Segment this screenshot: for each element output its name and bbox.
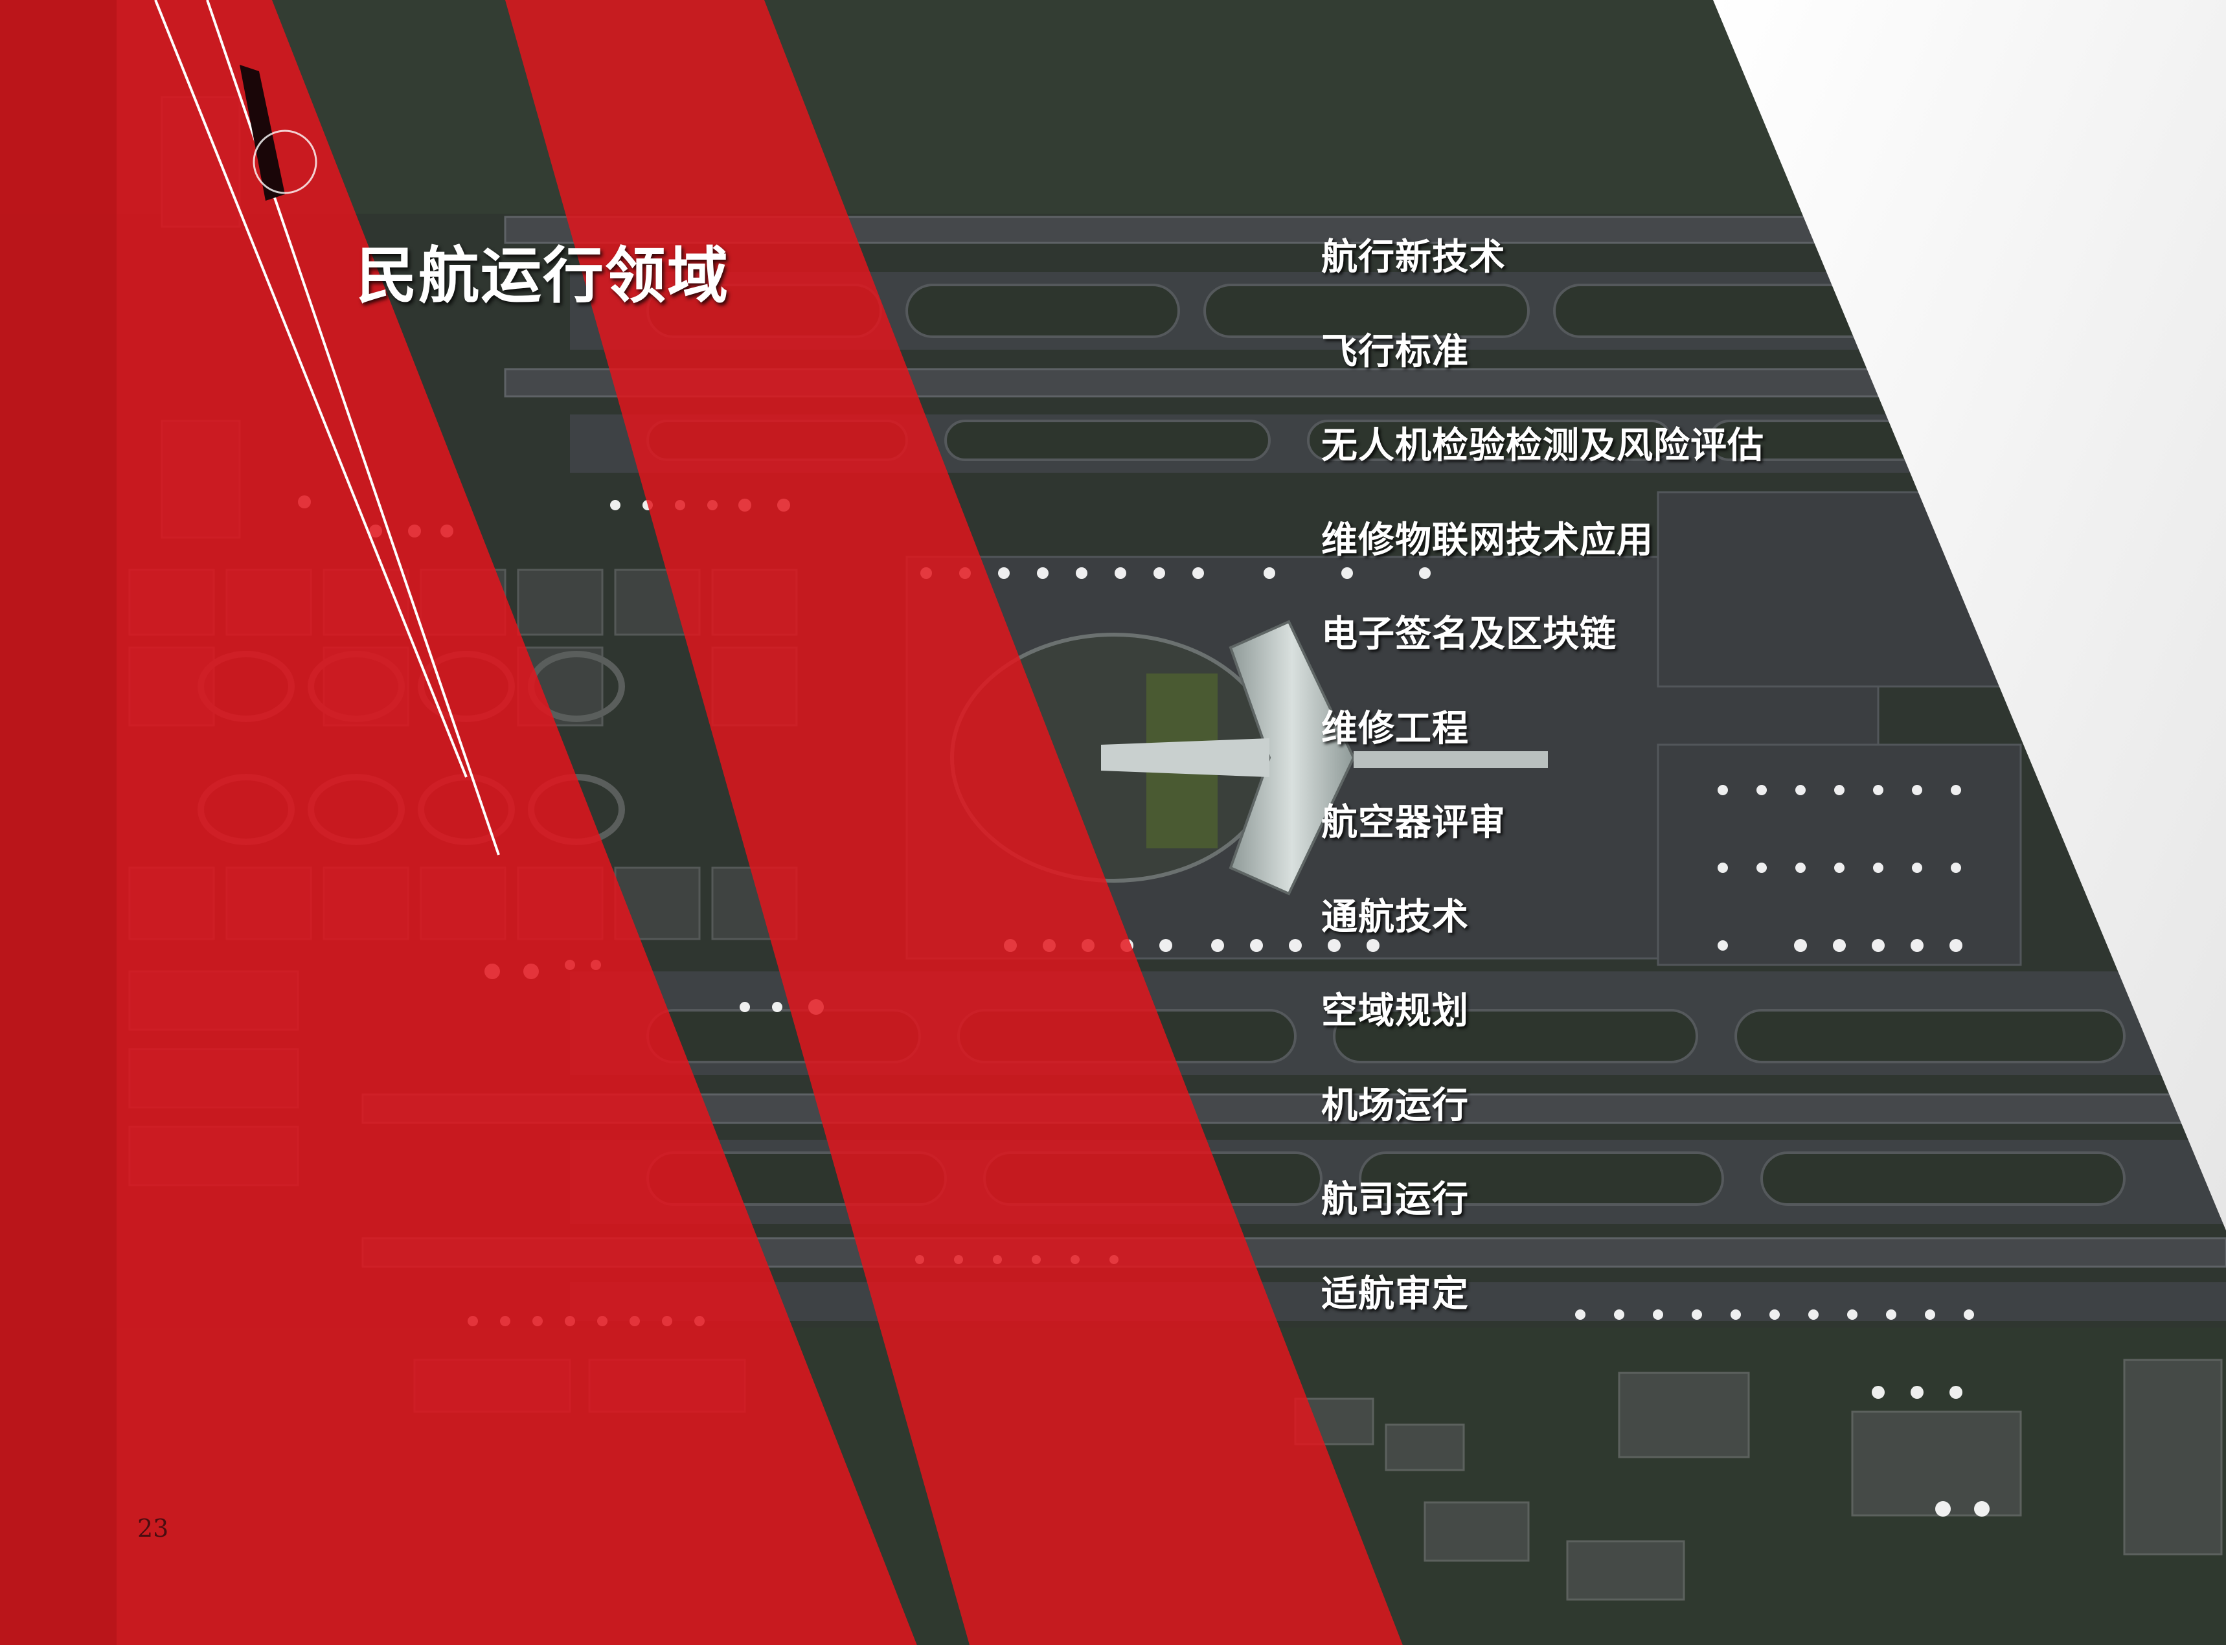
flight-line-1 [154, 0, 468, 778]
topic-item: 适航审定 [1321, 1273, 1469, 1315]
island-south-4 [1734, 1009, 2126, 1063]
terminal-court-2 [1146, 771, 1218, 848]
island-south-8 [1760, 1151, 2126, 1206]
support-area-buildings [1294, 1359, 2223, 1601]
red-band-left [0, 0, 920, 1652]
apron-east [1657, 743, 2022, 966]
topic-item: 电子签名及区块链 [1321, 613, 1617, 655]
island-south-3 [1333, 1009, 1698, 1063]
topic-item: 维修工程 [1321, 707, 1469, 750]
red-band-middle [505, 0, 1405, 1652]
taxiway-band-5 [570, 1282, 2226, 1321]
topic-item: 维修物联网技术应用 [1321, 519, 1653, 561]
island-mid-2 [944, 420, 1271, 461]
north-arrow-icon [240, 65, 317, 201]
topic-item: 航司运行 [1321, 1179, 1469, 1221]
island-mid-3 [1307, 420, 1672, 461]
island-north-2 [905, 284, 1180, 338]
topic-item: 机场运行 [1321, 1084, 1469, 1127]
white-corner-triangle [1713, 0, 2226, 1230]
topic-item: 飞行标准 [1321, 330, 1469, 373]
topic-item: 航行新技术 [1321, 236, 1506, 278]
island-south-7 [1359, 1151, 1724, 1206]
topic-list: 航行新技术 飞行标准 无人机检验检测及风险评估 维修物联网技术应用 电子签名及区… [1321, 227, 1764, 1357]
bottom-white-strip [0, 1645, 2226, 1652]
concourse-east [1354, 751, 1548, 768]
topic-item: 航空器评审 [1321, 802, 1506, 844]
red-band-edge-shade [0, 0, 117, 1652]
page-number: 23 [137, 1514, 169, 1543]
terminal-court-1 [1146, 673, 1218, 751]
page-title: 民航运行领域 [356, 241, 730, 311]
aircraft-row-4 [1718, 785, 1962, 952]
topic-item: 空域规划 [1321, 990, 1469, 1032]
topic-item: 无人机检验检测及风险评估 [1321, 425, 1764, 467]
topic-item: 通航技术 [1321, 896, 1469, 938]
island-north-3 [1203, 284, 1530, 338]
terminal-pier [1101, 738, 1269, 777]
